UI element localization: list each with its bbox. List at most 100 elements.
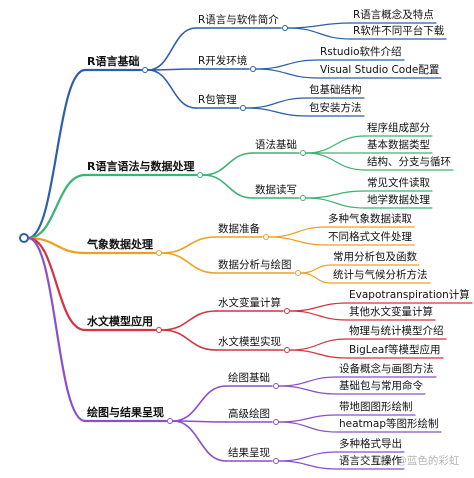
link-branch-0-topic-2	[147, 69, 197, 109]
topic-label-1-0[interactable]: 语法基础	[255, 139, 297, 151]
link-topic-4-2-leaf-0	[278, 451, 338, 462]
branch-toggle-0[interactable]	[142, 67, 148, 73]
link-topic-4-1-leaf-1	[278, 421, 338, 433]
link-topic-1-0-leaf-2	[305, 152, 366, 171]
link-branch-4-topic-0	[172, 385, 227, 422]
leaf-label-1-1-0[interactable]: 常见文件读取	[367, 177, 430, 189]
topic-toggle-1-0[interactable]	[300, 150, 306, 156]
leaf-label-4-1-0[interactable]: 带地图图形绘制	[339, 401, 413, 413]
topic-label-3-1[interactable]: 水文模型实现	[218, 336, 281, 348]
link-topic-3-1-leaf-0	[289, 338, 348, 351]
root-node[interactable]	[19, 233, 29, 243]
link-branch-2-topic-0	[161, 236, 217, 254]
link-branch-3-topic-1	[161, 329, 217, 351]
topic-label-4-0[interactable]: 绘图基础	[228, 372, 270, 384]
link-topic-2-0-leaf-1	[268, 236, 327, 246]
link-topic-4-2-leaf-1	[278, 460, 338, 470]
topic-label-1-1[interactable]: 数据读写	[255, 184, 297, 196]
topic-toggle-2-0[interactable]	[263, 234, 269, 240]
branch-toggle-1[interactable]	[197, 172, 203, 178]
link-topic-1-0-leaf-0	[305, 135, 366, 154]
topic-toggle-2-1[interactable]	[295, 270, 301, 276]
leaf-label-1-0-0[interactable]: 程序组成部分	[367, 122, 430, 134]
branch-label-0[interactable]: R语言基础	[87, 55, 140, 68]
topic-label-2-0[interactable]: 数据准备	[218, 223, 260, 235]
link-branch-0-topic-0	[147, 27, 197, 71]
link-root-branch-1	[26, 173, 87, 240]
leaf-label-4-1-1[interactable]: heatmap等图形绘制	[339, 418, 439, 430]
topic-toggle-1-1[interactable]	[300, 195, 306, 201]
leaf-label-4-0-1[interactable]: 基础包与常用命令	[339, 380, 423, 392]
link-topic-1-1-leaf-1	[305, 197, 366, 209]
leaf-label-2-0-1[interactable]: 不同格式文件处理	[328, 231, 412, 243]
topic-toggle-4-1[interactable]	[273, 419, 279, 425]
link-topic-4-0-leaf-1	[278, 385, 338, 395]
link-topic-2-1-leaf-1	[300, 272, 332, 284]
topic-toggle-4-0[interactable]	[273, 383, 279, 389]
leaf-label-0-0-1[interactable]: R软件不同平台下载	[353, 25, 445, 37]
leaf-label-1-0-2[interactable]: 结构、分支与循环	[367, 156, 451, 168]
leaf-label-0-1-1[interactable]: Visual Studio Code配置	[320, 64, 440, 76]
link-topic-0-2-leaf-0	[245, 97, 308, 109]
leaf-label-1-1-1[interactable]: 地学数据处理	[367, 194, 430, 206]
leaf-label-4-2-0[interactable]: 多种格式导出	[339, 438, 402, 450]
leaf-label-3-1-0[interactable]: 物理与统计模型介绍	[349, 325, 444, 337]
link-topic-4-1-leaf-0	[278, 414, 338, 423]
topic-label-3-0[interactable]: 水文变量计算	[218, 297, 281, 309]
topic-label-4-1[interactable]: 高级绘图	[228, 408, 270, 420]
leaf-label-2-1-0[interactable]: 常用分析包及函数	[333, 251, 417, 263]
leaf-label-0-1-0[interactable]: Rstudio软件介绍	[320, 46, 402, 58]
branch-label-3[interactable]: 水文模型应用	[87, 315, 153, 328]
topic-toggle-0-2[interactable]	[240, 105, 246, 111]
topic-toggle-3-0[interactable]	[284, 308, 290, 314]
topic-label-0-1[interactable]: R开发环境	[198, 55, 248, 67]
branch-toggle-3[interactable]	[156, 327, 162, 333]
leaf-label-4-2-1[interactable]: 语言交互操作	[339, 455, 402, 467]
branch-label-4[interactable]: 绘图与结果呈现	[87, 406, 164, 419]
link-branch-1-topic-0	[202, 152, 254, 176]
topic-label-4-2[interactable]: 结果呈现	[228, 447, 270, 459]
link-topic-2-0-leaf-0	[268, 226, 327, 238]
leaf-label-3-0-1[interactable]: 其他水文变量计算	[349, 306, 433, 318]
topic-toggle-0-1[interactable]	[250, 66, 256, 72]
leaf-label-0-2-0[interactable]: 包基础结构	[309, 84, 362, 96]
leaf-label-3-1-1[interactable]: BigLeaf等模型应用	[349, 344, 441, 356]
link-root-branch-4	[26, 236, 87, 423]
leaf-label-2-0-0[interactable]: 多种气象数据读取	[328, 213, 412, 225]
link-topic-1-1-leaf-0	[305, 190, 366, 199]
topic-toggle-0-0[interactable]	[282, 25, 288, 31]
branch-toggle-2[interactable]	[156, 250, 162, 256]
leaf-label-2-1-1[interactable]: 统计与气候分析方法	[333, 269, 428, 281]
link-root-branch-2	[26, 236, 87, 255]
link-branch-1-topic-1	[202, 174, 254, 199]
leaf-label-3-0-0[interactable]: Evapotranspiration计算	[349, 289, 470, 301]
link-branch-3-topic-0	[161, 310, 217, 331]
link-topic-3-0-leaf-1	[289, 310, 348, 321]
topic-label-2-1[interactable]: 数据分析与绘图	[218, 259, 292, 271]
link-topic-0-1-leaf-0	[255, 59, 319, 70]
link-topic-0-2-leaf-1	[245, 107, 308, 117]
leaf-label-1-0-1[interactable]: 基本数据类型	[367, 139, 430, 151]
link-topic-2-1-leaf-0	[300, 264, 332, 274]
link-branch-4-topic-2	[172, 420, 227, 462]
leaf-label-0-2-1[interactable]: 包安装方法	[309, 102, 362, 114]
watermark: 知乎 @蓝色的彩虹	[372, 455, 460, 467]
topic-toggle-4-2[interactable]	[273, 458, 279, 464]
branch-toggle-4[interactable]	[167, 418, 173, 424]
leaf-label-4-0-0[interactable]: 设备概念与画图方法	[339, 363, 434, 375]
link-root-branch-0	[26, 68, 87, 240]
link-topic-3-1-leaf-1	[289, 349, 348, 359]
branch-label-1[interactable]: R语言语法与数据处理	[87, 160, 195, 173]
topic-toggle-3-1[interactable]	[284, 347, 290, 353]
topic-label-0-2[interactable]: R包管理	[198, 94, 237, 106]
link-topic-3-0-leaf-0	[289, 302, 348, 312]
link-topic-0-0-leaf-1	[287, 27, 352, 40]
leaf-label-0-0-0[interactable]: R语言概念及特点	[353, 9, 434, 21]
link-branch-2-topic-1	[161, 252, 217, 274]
topic-label-0-0[interactable]: R语言与软件简介	[198, 14, 279, 26]
link-topic-0-0-leaf-0	[287, 22, 352, 29]
link-topic-0-1-leaf-1	[255, 68, 319, 79]
branch-label-2[interactable]: 气象数据处理	[87, 238, 153, 251]
